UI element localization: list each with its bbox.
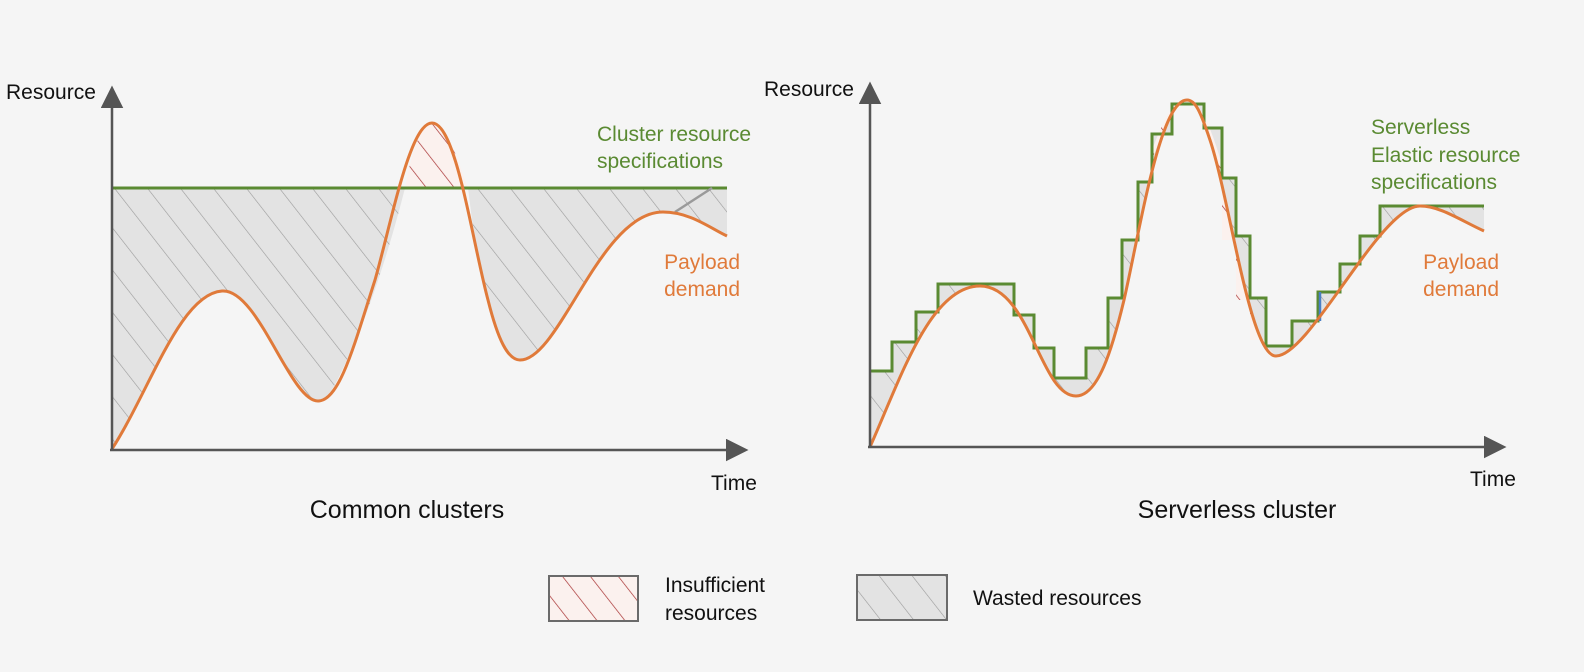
left-demand-curve xyxy=(110,121,728,450)
right-demand-curve xyxy=(868,98,1485,448)
legend-wasted-label: Wasted resources xyxy=(973,587,1141,610)
left-demand-label-line2: demand xyxy=(664,278,740,301)
left-x-axis-label: Time xyxy=(711,472,757,495)
left-panel: Resource Time Common clusters Cluster re… xyxy=(6,81,757,524)
right-x-axis-label: Time xyxy=(1470,468,1516,491)
right-panel: Resource Time Serverless cluster Serverl… xyxy=(764,78,1520,524)
right-capacity-label-line3: specifications xyxy=(1371,171,1497,194)
left-capacity-tail-line xyxy=(674,186,713,214)
right-demand-label: Payload xyxy=(1423,251,1499,274)
left-capacity-label: Cluster resource xyxy=(597,123,751,146)
right-capacity-label-line2: Elastic resource xyxy=(1371,144,1520,167)
left-wasted-area-right xyxy=(468,188,727,360)
right-y-axis-label: Resource xyxy=(764,78,854,101)
left-insufficient-area xyxy=(405,123,468,188)
right-capacity-label: Serverless xyxy=(1371,116,1470,139)
right-demand-label-line2: demand xyxy=(1423,278,1499,301)
legend-insufficient-swatch xyxy=(548,575,639,622)
left-panel-title: Common clusters xyxy=(310,496,505,524)
legend-wasted-swatch xyxy=(856,574,948,621)
legend-insufficient-label: Insufficient xyxy=(665,574,765,597)
legend-insufficient-label-line2: resources xyxy=(665,602,757,625)
left-capacity-label-line2: specifications xyxy=(597,150,723,173)
left-demand-label: Payload xyxy=(664,251,740,274)
left-y-axis-label: Resource xyxy=(6,81,96,104)
right-panel-title: Serverless cluster xyxy=(1138,496,1337,524)
legend: Insufficient resources Wasted resources xyxy=(548,574,1141,625)
